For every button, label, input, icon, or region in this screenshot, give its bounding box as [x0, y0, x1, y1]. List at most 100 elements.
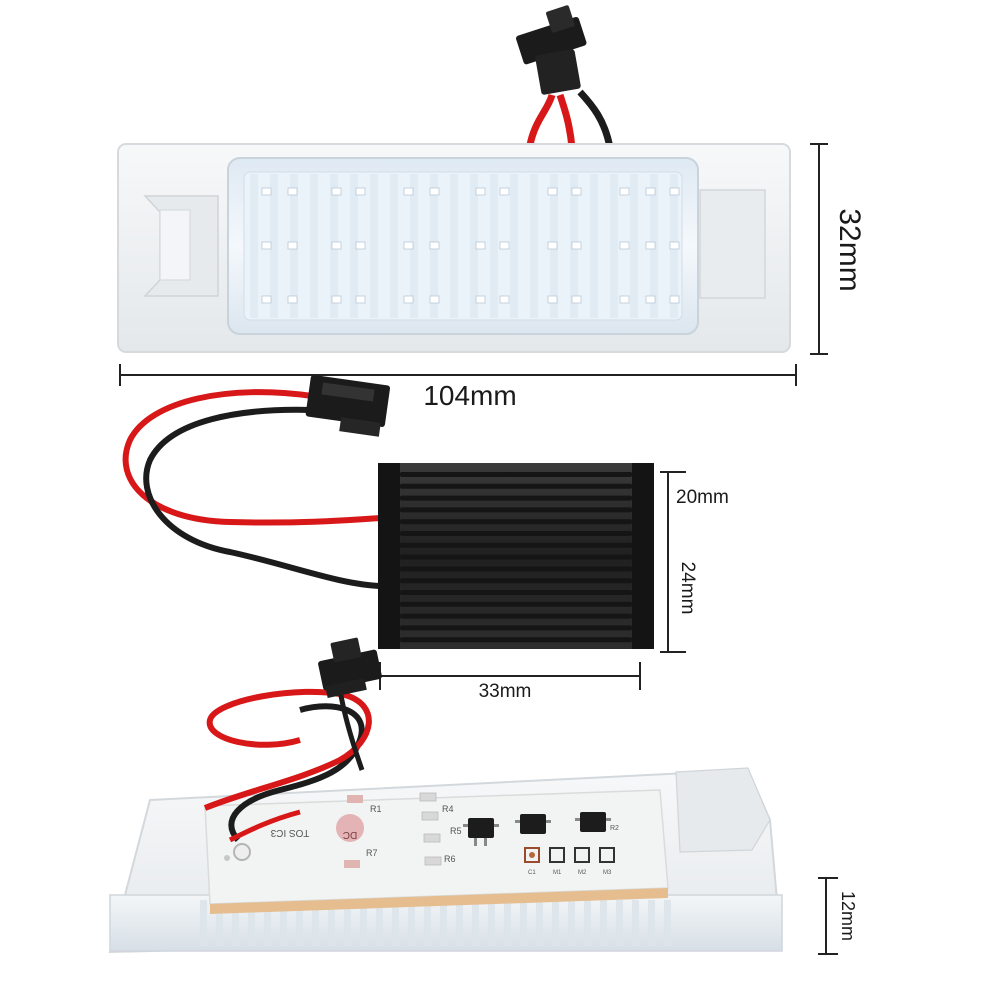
led-chip	[669, 187, 680, 196]
lens-rib	[392, 900, 399, 946]
led-chip	[645, 241, 656, 250]
led-chip	[571, 295, 582, 304]
lens-rib	[370, 174, 378, 318]
led-chip	[547, 241, 558, 250]
pcb-label-r6: R6	[444, 854, 456, 864]
driver-connector	[305, 375, 391, 437]
led-chip	[403, 295, 414, 304]
pcb-label-r4: R4	[442, 804, 454, 814]
led-plate-light-bottom: R1 R4 R5 R6 R7 R2 C1 M1 M2 M3 TOS IC3 DC	[108, 637, 783, 954]
led-chip	[331, 241, 342, 250]
dimension-label-104mm: 104mm	[423, 380, 516, 411]
dimension-12mm: 12mm	[818, 877, 858, 955]
pcb-led-pads	[524, 847, 615, 863]
lens-rib	[250, 174, 258, 318]
led-chip	[619, 187, 630, 196]
lens-rib	[440, 900, 447, 946]
lens-rib	[470, 174, 478, 318]
lens-rib	[410, 174, 418, 318]
pcb-label-m1: M1	[553, 870, 562, 876]
led-chip	[499, 241, 510, 250]
led-chip	[669, 241, 680, 250]
pcb-red-wire	[203, 688, 372, 811]
led-chip	[571, 187, 582, 196]
led-chip	[287, 241, 298, 250]
heat-fin	[400, 495, 632, 501]
lens-rib	[450, 174, 458, 318]
driver-black-wire	[143, 406, 383, 589]
led-chip	[429, 187, 440, 196]
lens-rib	[552, 900, 559, 946]
lens-rib	[248, 900, 255, 946]
red-wire-top-mid	[556, 93, 576, 149]
lens-rib	[610, 174, 618, 318]
led-chip	[547, 295, 558, 304]
dimension-label-33mm: 33mm	[479, 681, 532, 702]
heat-fin	[400, 613, 632, 619]
pcb-pads	[224, 792, 442, 868]
pcb-label-r5: R5	[450, 826, 462, 836]
led-chip	[475, 187, 486, 196]
lens-rib	[280, 900, 287, 946]
led-chip	[429, 241, 440, 250]
lens-rib	[536, 900, 543, 946]
dimension-20-24mm: 20mm 24mm	[660, 471, 729, 653]
lens-rib	[390, 174, 398, 318]
led-chip	[619, 295, 630, 304]
dimension-label-32mm: 32mm	[833, 208, 866, 291]
dimension-label-20mm: 20mm	[676, 487, 729, 508]
led-chip	[645, 187, 656, 196]
lens-rib	[648, 900, 655, 946]
pcb-label-r1: R1	[370, 804, 382, 814]
led-chip	[547, 187, 558, 196]
led-chip	[287, 187, 298, 196]
heat-fin	[400, 519, 632, 525]
lens-rib	[216, 900, 223, 946]
pcb-label-r2: R2	[610, 825, 619, 832]
pcb-silkscreen: R1 R4 R5 R6 R7 R2 C1 M1 M2 M3 TOS IC3	[270, 804, 619, 876]
lens-rib	[472, 900, 479, 946]
lens-rib	[456, 900, 463, 946]
led-chip	[571, 241, 582, 250]
pcb-connector	[318, 637, 382, 699]
heat-fin	[400, 507, 632, 513]
dimension-32mm: 32mm	[810, 143, 866, 355]
lens-rib	[600, 900, 607, 946]
lens-rib	[310, 174, 318, 318]
pcb-label-m3: M3	[603, 870, 612, 876]
led-chip	[261, 187, 272, 196]
lens-rib	[664, 900, 671, 946]
led-chip	[475, 295, 486, 304]
lens-rib	[632, 900, 639, 946]
lens-rib	[488, 900, 495, 946]
lens-rib	[360, 900, 367, 946]
led-chip	[403, 187, 414, 196]
lens-rib	[376, 900, 383, 946]
lens-rib	[328, 900, 335, 946]
led-chip	[429, 295, 440, 304]
lens-rib	[520, 900, 527, 946]
heat-fin	[400, 554, 632, 560]
lens-rib	[200, 900, 207, 946]
led-chip	[475, 241, 486, 250]
led-chip	[403, 241, 414, 250]
lens-rib	[504, 900, 511, 946]
led-chip	[331, 295, 342, 304]
heat-fin	[400, 578, 632, 584]
pcb-label-board-id: TOS IC3	[270, 827, 309, 838]
led-chip	[261, 295, 272, 304]
led-chip	[669, 295, 680, 304]
lens-rib	[616, 900, 623, 946]
dimension-104mm: 104mm	[119, 364, 797, 411]
lens-rib	[424, 900, 431, 946]
red-wire-top-left	[526, 93, 556, 146]
pcb-label-r7: R7	[366, 848, 378, 858]
lens-rib	[510, 174, 518, 318]
led-plate-light-top	[117, 5, 791, 353]
black-wire-top	[577, 89, 614, 149]
canbus-driver	[122, 375, 654, 649]
heat-fin	[400, 483, 632, 489]
led-chip	[261, 241, 272, 250]
lens-rib	[630, 174, 638, 318]
